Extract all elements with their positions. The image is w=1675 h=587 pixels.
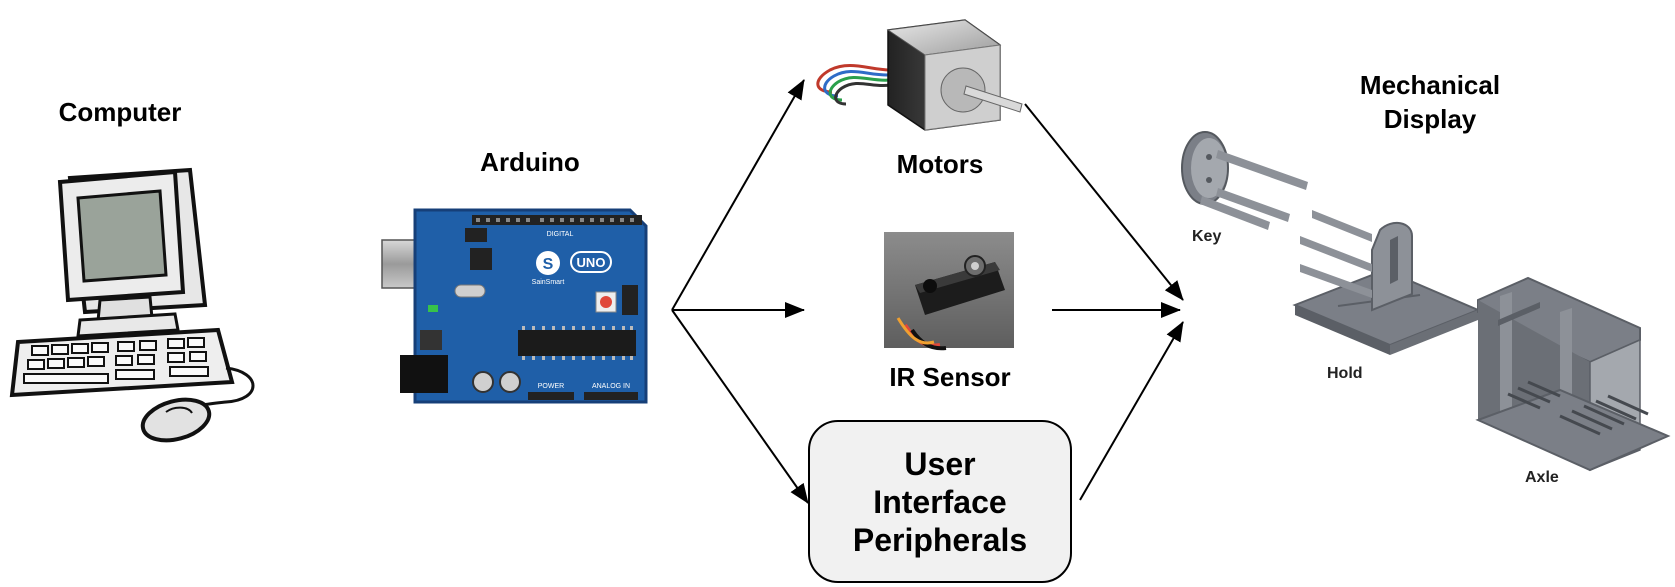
computer-icon (9, 167, 255, 443)
board-digital-text: DIGITAL (547, 231, 574, 238)
edge-arduino-motors (671, 79, 805, 311)
mechanical-parts-icon: Key Hold Axle (1181, 131, 1671, 486)
user-interface-peripherals-label: User Interface Peripherals (853, 445, 1027, 559)
part-label-key: Key (1192, 228, 1221, 245)
node-label-motors: Motors (896, 149, 984, 179)
board-power-text: POWER (538, 383, 564, 390)
arduino-board-icon: S UNO SainSmart DIGITAL POWER ANALOG IN (381, 208, 648, 404)
part-label-hold: Hold (1327, 365, 1363, 382)
user-interface-peripherals-box: User Interface Peripherals (808, 420, 1072, 583)
edges (671, 79, 1184, 504)
edge-user-interface-mechanical-display (1079, 321, 1184, 501)
ui-line-2: Interface (873, 483, 1007, 520)
stepper-motor-icon (816, 19, 1023, 131)
svg-text:S: S (543, 256, 554, 273)
node-label-arduino: Arduino (480, 147, 580, 177)
board-analog-text: ANALOG IN (592, 383, 630, 390)
mechanical-display-line-2: Display (1383, 104, 1477, 134)
board-brand-text: SainSmart (532, 279, 565, 286)
board-model-text: UNO (577, 255, 606, 270)
ir-sensor-icon (884, 232, 1014, 351)
ui-line-3: Peripherals (852, 521, 1028, 558)
edge-arduino-user-interface (671, 309, 809, 504)
mechanical-display-line-1: Mechanical (1359, 70, 1501, 100)
part-label-axle: Axle (1525, 469, 1559, 486)
ui-line-1: User (904, 445, 976, 482)
node-label-ir-sensor: IR Sensor (889, 362, 1011, 392)
node-label-mechanical-display: Mechanical Display (1300, 68, 1560, 136)
edge-motors-mechanical-display (1024, 103, 1184, 301)
node-label-computer: Computer (58, 97, 182, 127)
